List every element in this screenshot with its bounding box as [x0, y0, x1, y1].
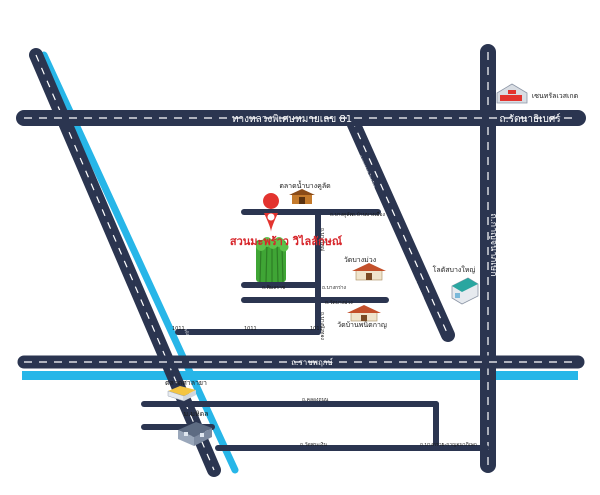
central-westgate-label: เซนทรัลเวสเกต	[532, 92, 579, 100]
bang-bua-thong-label: ถ.บางบัวทอง	[319, 312, 325, 340]
wat-phra-ngoen-label: ถ.วัดพระเงิน	[300, 441, 327, 448]
road-1011-b-label: 1011	[244, 326, 257, 332]
temple-icon	[352, 263, 386, 281]
local-roads	[141, 209, 489, 451]
khlong-thanon-label: ถ.คลองถนน	[302, 397, 329, 403]
highway-81-label: ทางหลวงพิเศษหมายเลข 81	[232, 114, 352, 125]
mahidol-label: ม.มหิดล	[184, 410, 209, 418]
bang-kulat-market-label: ตลาดน้ำบางคูลัด	[279, 179, 330, 190]
university-icon	[178, 422, 212, 446]
market-stall-icon	[167, 386, 196, 402]
rattanathibet-label: ถ.รัตนาธิเบศร์	[499, 113, 561, 125]
market-stall-icon	[289, 189, 315, 204]
shopping-mall-icon	[496, 83, 528, 104]
road-1011-a-label: 1011	[172, 326, 185, 332]
ban-bang-mueang-label: ถ.บ้านบางเมือง	[352, 211, 385, 218]
garden-label: สวนมะพร้าว วิไลลักษณ์	[230, 234, 343, 248]
temple-icon	[347, 305, 381, 322]
coconut-palm-icon	[256, 237, 289, 283]
sala-market-label: ตลาดศาลายา	[165, 379, 207, 387]
wat-bang-muang-road-label: ถ.วัดบางม่วง	[325, 300, 353, 306]
bang-krang-label: ถ.บางกร่าง	[322, 285, 347, 291]
department-store-icon	[451, 277, 479, 305]
bang-kulat-label: ถ.บางคูลัด	[330, 212, 353, 218]
road-bang-kruai-short	[345, 113, 455, 342]
canal-horizontal	[22, 371, 578, 380]
wat-ban-phanit-label: วัดบ้านพนิตกาญ	[337, 321, 387, 329]
lotus-bang-yai-label: โลตัสบางใหญ่	[433, 265, 476, 274]
map-pin-icon	[263, 193, 280, 232]
phimon-rat-label: ถ.พิมลราช	[262, 284, 286, 291]
bang-kruai-kanchanaphisek-label: ถ.บางกรวย-กาญจนาภิเษก	[420, 441, 477, 448]
kanchanaphisek-label: ถ.กาญจนาภิเษก	[488, 213, 499, 276]
bang-yai-label: ถ.บางใหญ่	[319, 228, 326, 251]
road-1011-c-label: 1011	[310, 326, 323, 332]
wat-bang-muang-label: วัดบางม่วง	[344, 256, 376, 264]
rachaphruek-label: ถ.ราชพฤกษ์	[291, 357, 333, 367]
